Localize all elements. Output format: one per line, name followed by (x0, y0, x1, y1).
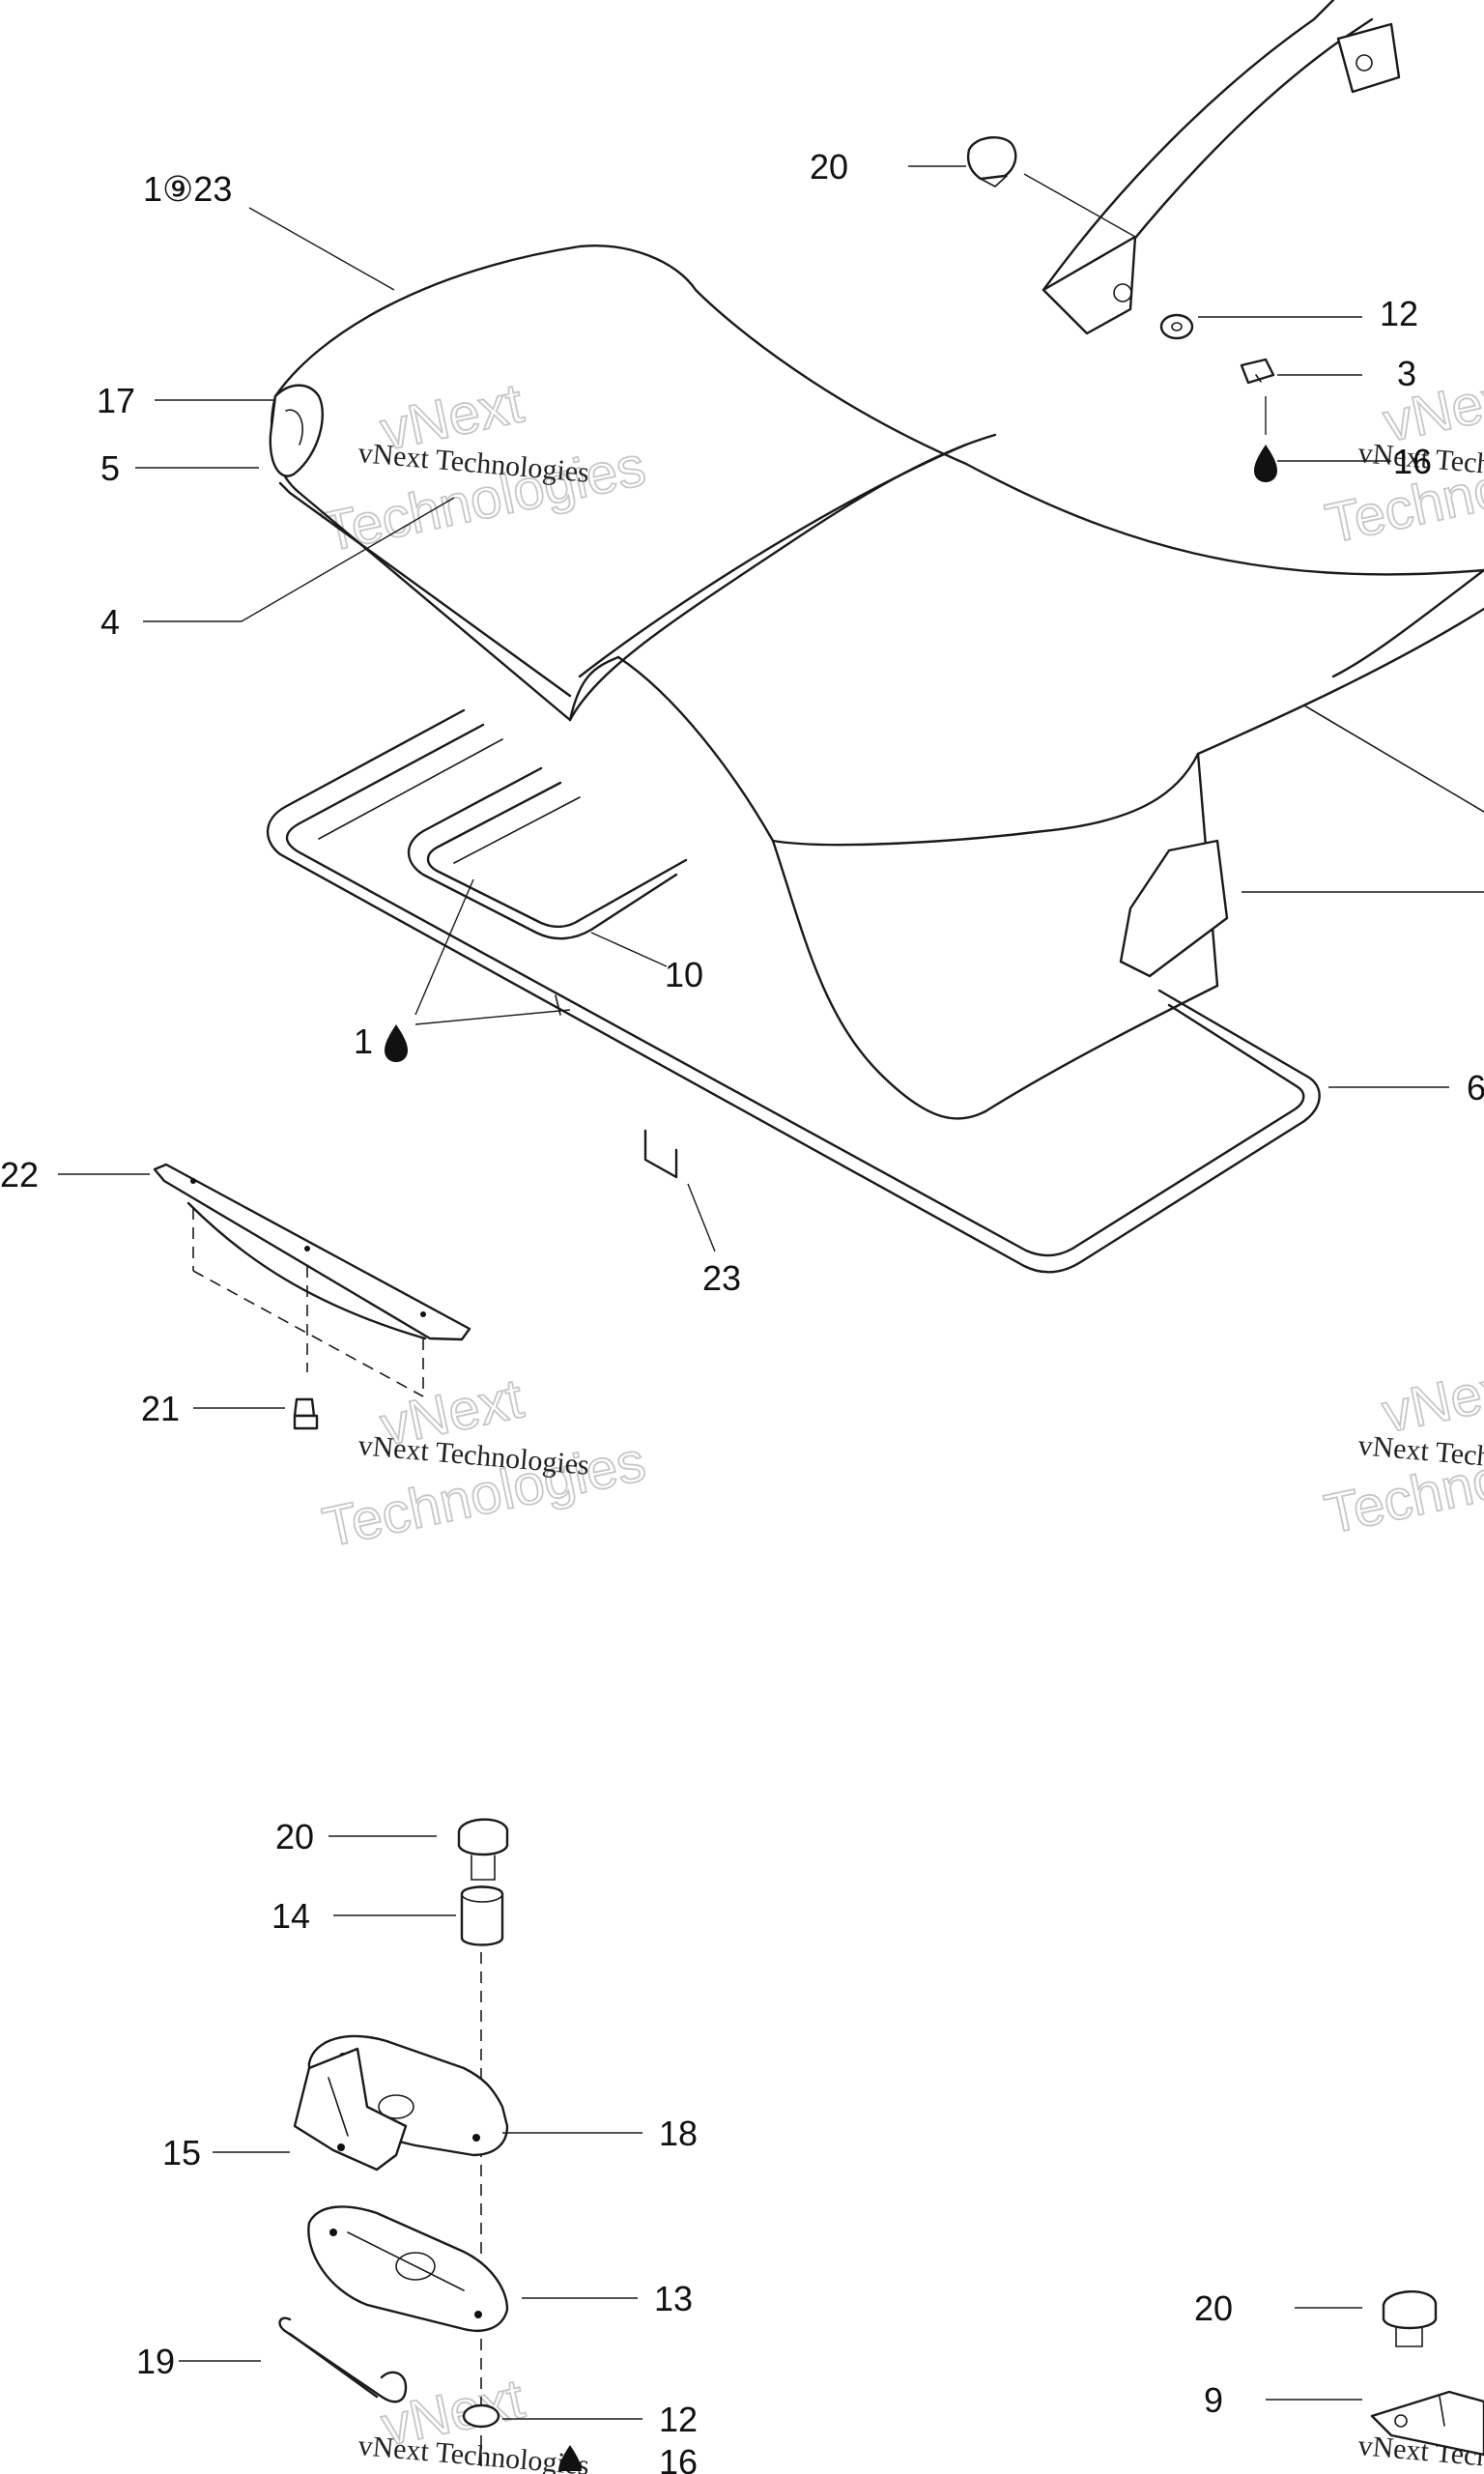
callout-16-top: 16 (1393, 442, 1432, 481)
callout-10: 10 (665, 955, 703, 994)
screw-3 (1240, 358, 1275, 385)
seat (269, 245, 1484, 1120)
seat-frame-inner (407, 766, 688, 940)
callout-5: 5 (100, 448, 120, 488)
latch-lever-15 (293, 2047, 408, 2172)
sleeve-14 (460, 1885, 504, 1946)
callout-20-right: 20 (1194, 2288, 1233, 2328)
callout-22: 22 (0, 1155, 39, 1194)
callout-19: 19 (136, 2342, 175, 2381)
pin-20-mid (457, 1818, 509, 1881)
adhesive-drop-icon (385, 1024, 408, 1062)
callout-23: 23 (702, 1258, 741, 1298)
handle-bolt-hole-2 (1356, 54, 1373, 72)
svg-text:vNext: vNext (1377, 1354, 1484, 1445)
washer-12-top (1159, 313, 1194, 340)
callout-12-bottom: 12 (659, 2400, 698, 2439)
clip-23 (643, 1129, 678, 1179)
seat-frame-outer (266, 708, 1321, 1274)
callout-1923: 1⑨23 (143, 169, 232, 209)
grab-handle (1042, 0, 1401, 335)
callout-15: 15 (162, 2133, 201, 2172)
handle-bolt-hole (1113, 283, 1132, 302)
callout-20-top: 20 (810, 147, 848, 187)
adhesive-drop-icon (558, 2445, 582, 2471)
callout-17: 17 (97, 381, 135, 420)
callout-1: 1 (354, 1021, 373, 1061)
callout-18: 18 (659, 2114, 698, 2153)
callout-3: 3 (1397, 354, 1416, 393)
callout-6: 6 (1467, 1068, 1484, 1108)
pin-20-top (967, 136, 1017, 187)
screw-21 (293, 1397, 319, 1430)
adhesive-drop-icon (1254, 445, 1277, 482)
bracket-22 (153, 1163, 471, 1397)
callout-12-top: 12 (1380, 294, 1418, 333)
spring-clip-19 (278, 2316, 408, 2403)
leader-lines (58, 165, 1484, 2420)
callout-21: 21 (141, 1389, 180, 1428)
callout-20-mid: 20 (275, 1817, 314, 1856)
bracket-9 (1370, 2390, 1484, 2457)
pin-20-right (1382, 2290, 1438, 2347)
callout-9: 9 (1204, 2380, 1223, 2420)
callout-4: 4 (100, 602, 120, 642)
callout-labels: 1⑨23 20 12 3 16 17 5 4 10 1 6 22 23 21 2… (0, 147, 1484, 2474)
callout-13: 13 (654, 2279, 693, 2318)
callout-14: 14 (271, 1896, 310, 1936)
callout-16-bottom: 16 (659, 2442, 698, 2474)
washer-12-bottom (462, 2403, 500, 2429)
latch-base-13 (307, 2205, 509, 2332)
